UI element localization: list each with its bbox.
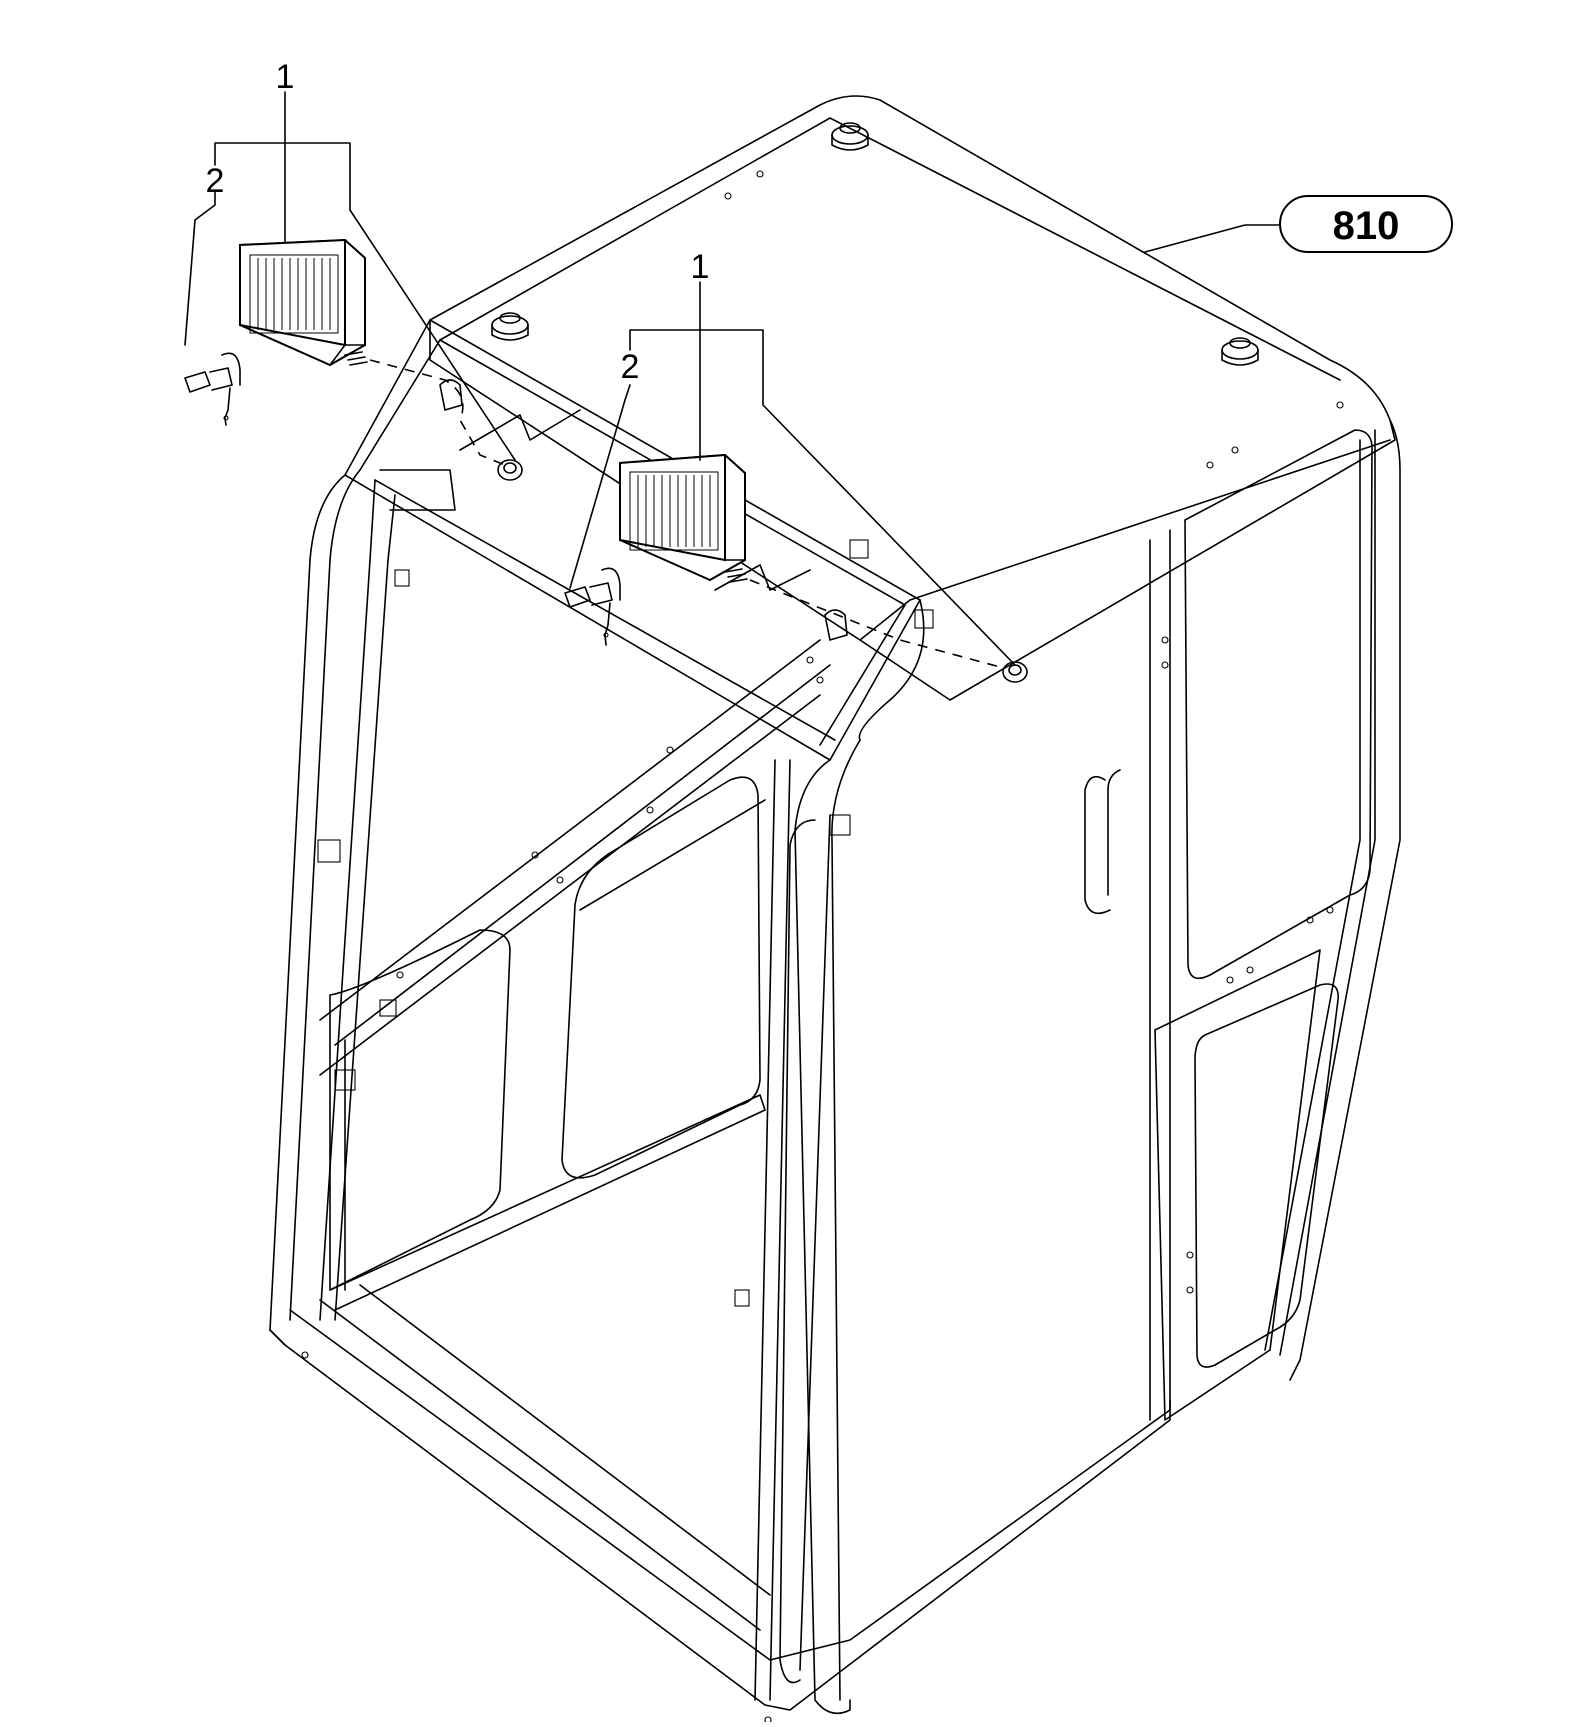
assembly-line-center	[749, 579, 1001, 668]
grab-handle-front	[779, 814, 831, 1684]
roof-mount-rear	[831, 122, 869, 151]
roof-mount-right	[1221, 337, 1259, 366]
lamp-lens-left	[249, 254, 339, 334]
header-bracket-left	[439, 379, 463, 411]
roof-mount-left	[491, 312, 529, 341]
callout-label-lamp-left: 1	[276, 58, 295, 96]
cab-base-frame	[269, 1329, 1171, 1711]
callout-leaders-left	[184, 91, 516, 461]
mount-nut-left	[497, 459, 523, 481]
left-lower-window	[329, 929, 511, 1291]
side-door	[1154, 949, 1321, 1421]
callout-leaders-center	[569, 281, 1016, 666]
left-front-pillar	[269, 474, 346, 1346]
rear-window	[1184, 429, 1373, 980]
lamp-lens-center	[629, 471, 719, 551]
door-window	[1194, 983, 1339, 1368]
callout-label-bulb-center: 2	[621, 348, 640, 386]
bulb-left[interactable]	[184, 352, 241, 426]
work-lamp-left[interactable]	[239, 238, 368, 367]
rear-right-pillar	[1289, 419, 1401, 1381]
cab-frame	[269, 95, 1401, 1724]
callout-label-lamp-center: 1	[691, 248, 710, 286]
bulb-center[interactable]	[564, 567, 621, 646]
reference-number: 810	[1333, 204, 1400, 248]
reference-badge[interactable]: 810	[1279, 195, 1453, 253]
grab-handle-rear	[1084, 769, 1121, 915]
assembly-line-left	[369, 359, 506, 466]
work-lamp-center[interactable]	[619, 453, 748, 583]
front-window	[561, 776, 761, 1179]
callout-label-bulb-left: 2	[206, 162, 225, 200]
header-bracket-right	[824, 609, 848, 641]
callout-leader-ref	[1144, 224, 1281, 253]
